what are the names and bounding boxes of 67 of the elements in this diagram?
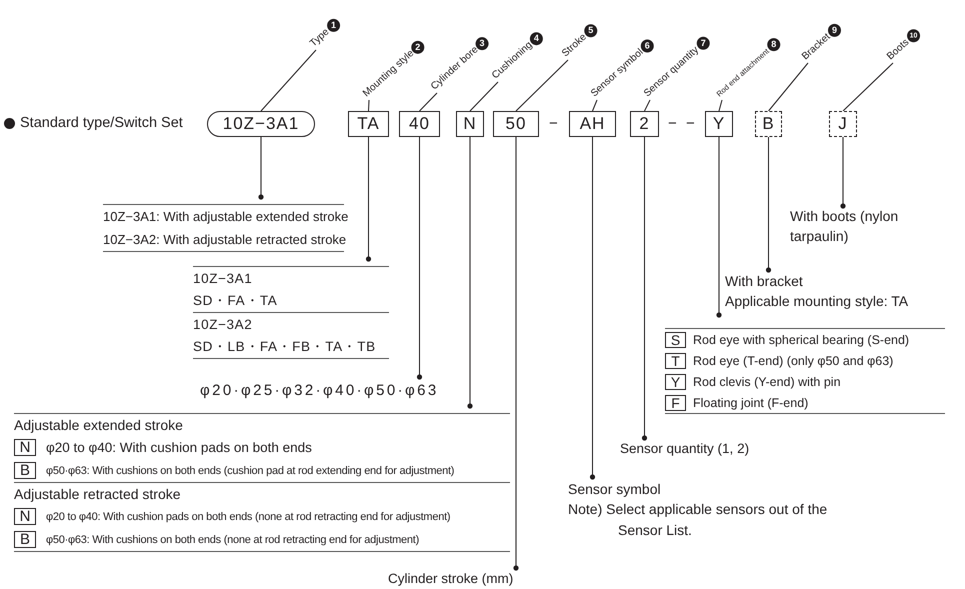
leader-line	[513, 136, 519, 571]
leader-line	[368, 100, 370, 112]
table-cell: 10Z−3A1	[193, 270, 252, 286]
leader-line	[718, 100, 722, 112]
option-description: φ20 to φ40: With cushion pads on both ends (none at rod retracting end for adjustment)	[46, 510, 450, 522]
leader-line	[366, 136, 372, 262]
leader-line	[516, 60, 568, 112]
option-code: B	[14, 531, 36, 548]
leader-line	[842, 62, 894, 112]
code-box: N	[456, 111, 484, 137]
option-description: Rod eye with spherical bearing (S-end)	[693, 332, 910, 346]
option-description: Rod eye (T-end) (only φ50 and φ63)	[693, 354, 894, 368]
description-text: With bracket	[725, 272, 804, 291]
option-description: φ50·φ63: With cushions on both ends (cushion pad at rod extending end for adjustment)	[46, 464, 454, 476]
section-heading: Adjustable extended stroke	[14, 417, 183, 433]
option-code: Y	[665, 374, 686, 390]
code-box: J	[829, 111, 857, 137]
code-box: AH	[569, 111, 616, 137]
code-box: B	[755, 111, 782, 137]
description-text: Sensor symbol	[568, 480, 662, 499]
description-text: Cylinder stroke (mm)	[388, 570, 514, 588]
code-box: TA	[348, 111, 389, 137]
table-cell: SD・LB・FA・FB・TA・TB	[193, 338, 376, 356]
code-box: 40	[399, 111, 440, 137]
leader-line	[766, 136, 772, 273]
table-cell: 10Z−3A1: With adjustable extended stroke	[103, 209, 348, 224]
description-text: Sensor quantity (1, 2)	[620, 440, 750, 458]
field-heading: Type 1	[307, 16, 343, 50]
option-code: N	[14, 439, 36, 456]
leader-line	[592, 100, 598, 112]
description-text: With boots (nylon tarpaulin)	[790, 207, 900, 246]
option-description: φ20 to φ40: With cushion pads on both ends	[46, 440, 312, 455]
option-code: N	[14, 508, 36, 525]
code-title: Standard type/Switch Set	[4, 116, 183, 130]
leader-line	[768, 62, 808, 112]
separator-dash: −	[668, 116, 677, 131]
description-text: Applicable mounting style: TA	[725, 292, 910, 312]
separator-dash: −	[549, 116, 558, 131]
option-description: φ50·φ63: With cushions on both ends (none at rod retracting end for adjustment)	[46, 534, 420, 546]
leader-line	[716, 136, 722, 318]
option-code: T	[665, 352, 686, 368]
description-text: φ20·φ25·φ32·φ40·φ50·φ63	[200, 381, 440, 401]
option-description: Rod clevis (Y-end) with pin	[693, 374, 841, 388]
separator-dash: −	[686, 116, 695, 131]
leader-line	[467, 136, 473, 409]
code-box: 50	[493, 111, 539, 137]
leader-line	[470, 82, 498, 112]
section-heading: Adjustable retracted stroke	[14, 486, 181, 502]
option-description: Floating joint (F-end)	[693, 396, 808, 410]
leader-line	[840, 136, 846, 209]
leader-line	[258, 136, 264, 200]
table-cell: SD・FA・TA	[193, 292, 278, 310]
leader-line	[419, 92, 438, 112]
option-code: F	[665, 394, 686, 410]
note-text: Note) Select applicable sensors out of the Sensor List.	[568, 500, 828, 540]
leader-line	[260, 50, 316, 112]
code-box: 10Z−3A1	[207, 111, 315, 137]
leader-line	[590, 136, 596, 480]
leader-line	[644, 100, 650, 112]
table-cell: 10Z−3A2	[193, 316, 252, 332]
leader-line	[416, 136, 422, 380]
option-code: B	[14, 462, 36, 479]
option-code: S	[665, 332, 686, 348]
code-box: 2	[630, 111, 659, 137]
code-box: Y	[705, 111, 733, 137]
leader-line	[642, 136, 648, 441]
table-cell: 10Z−3A2: With adjustable retracted stroke	[103, 232, 346, 247]
